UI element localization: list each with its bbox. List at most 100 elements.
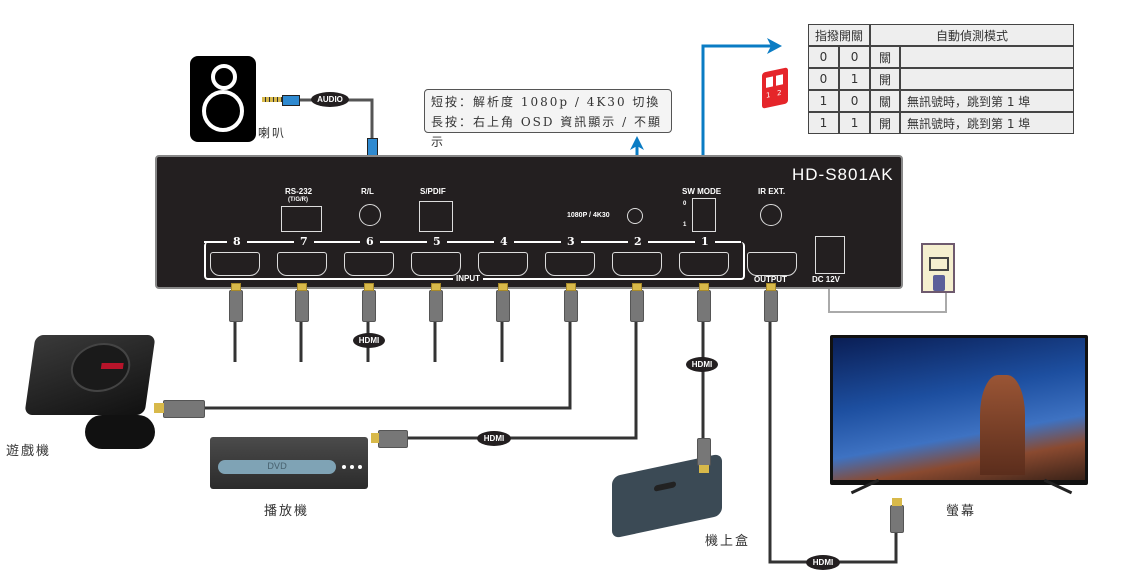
hdmi-input-2[interactable]: [612, 252, 662, 276]
dc-power-port[interactable]: [815, 236, 845, 274]
hdmi-input-3[interactable]: [545, 252, 595, 276]
speaker-icon: [190, 56, 256, 142]
hdmi-plug-game-icon: [154, 400, 205, 418]
rs232-label: RS-232: [285, 187, 313, 196]
input-number-4: 4: [494, 235, 514, 248]
power-outlet-icon: [921, 243, 955, 293]
set-top-box-label: 機上盒: [705, 534, 751, 549]
input-number-2: 2: [628, 235, 648, 248]
hdmi-connector-icon: [229, 283, 243, 322]
sw-mode-1: 1: [683, 222, 687, 228]
power-cord: [828, 283, 947, 313]
input-number-3: 3: [561, 235, 581, 248]
hdmi-connector-icon: [295, 283, 309, 322]
table-row: 0 0 關: [808, 46, 1075, 68]
arrow-head-up-icon: [630, 136, 644, 150]
hdmi-connector-icon: [496, 283, 510, 322]
hdmi-cable-label: HDMI: [353, 333, 385, 348]
note-long-press: 長按：右上角 OSD 資訊顯示 / 不顯示: [431, 115, 662, 149]
rs232-port[interactable]: [281, 206, 322, 232]
hdmi-connector-icon: [429, 283, 443, 322]
input-number-7: 7: [294, 235, 314, 248]
hdmi-input-4[interactable]: [478, 252, 528, 276]
input-label: INPUT: [453, 274, 483, 283]
dip-header-mode: 自動偵測模式: [870, 24, 1075, 46]
cell-desc: [900, 46, 1075, 68]
sw-mode-0: 0: [683, 201, 687, 207]
cell-sw1: 1: [808, 90, 839, 112]
hdmi-connector-icon: [630, 283, 644, 322]
cell-desc: 無訊號時，跳到第 1 埠: [900, 112, 1075, 134]
dip-header-switch: 指撥開關: [808, 24, 871, 46]
arrow-sw-mode: [701, 44, 772, 180]
resolution-button[interactable]: [627, 208, 643, 224]
hdmi-input-1[interactable]: [679, 252, 729, 276]
rl-label: R/L: [361, 187, 374, 196]
model-name: HD-S801AK: [792, 165, 894, 184]
table-row: 1 1 開 無訊號時，跳到第 1 埠: [808, 112, 1075, 134]
cell-desc: 無訊號時，跳到第 1 埠: [900, 90, 1075, 112]
note-short-press: 短按：解析度 1080p / 4K30 切換: [431, 95, 661, 109]
cell-sw2: 1: [839, 68, 871, 90]
cell-state: 開: [870, 112, 901, 134]
resolution-button-label: 1080P / 4K30: [567, 212, 610, 219]
dc-label: DC 12V: [812, 275, 841, 284]
cell-sw1: 0: [808, 46, 839, 68]
input-number-1: 1: [695, 235, 715, 248]
rs232-sublabel: (T/G/R): [288, 197, 308, 203]
audio-plug-vertical: [367, 138, 378, 156]
hdmi-connector-icon: [764, 283, 778, 322]
dvd-player-label: 播放機: [264, 504, 310, 519]
game-console-icon: [24, 335, 156, 415]
cell-state: 關: [870, 90, 901, 112]
hdmi-plug-stb-icon: [697, 438, 711, 473]
spdif-label: S/PDIF: [420, 187, 446, 196]
monitor-label: 螢幕: [946, 504, 977, 519]
cell-desc: [900, 68, 1075, 90]
input-number-6: 6: [360, 235, 380, 248]
hdmi-cable-label: HDMI: [806, 555, 840, 570]
rl-audio-port[interactable]: [359, 204, 381, 226]
hdmi-output-port[interactable]: [747, 252, 797, 276]
dvd-tray: DVD: [218, 460, 336, 474]
cell-state: 開: [870, 68, 901, 90]
cell-sw2: 0: [839, 90, 871, 112]
game-controller-icon: [85, 415, 155, 449]
hdmi-plug-dvd-icon: [371, 430, 408, 448]
cable-dvd: [405, 320, 638, 440]
input-number-5: 5: [427, 235, 447, 248]
monitor-icon: [830, 335, 1088, 485]
audio-plug-icon: [262, 97, 282, 102]
hdmi-input-6[interactable]: [344, 252, 394, 276]
hdmi-cable-label: HDMI: [686, 357, 718, 372]
hdmi-input-7[interactable]: [277, 252, 327, 276]
audio-plug-body: [282, 95, 300, 106]
dvd-player-icon: DVD: [210, 437, 368, 489]
cell-sw1: 1: [808, 112, 839, 134]
ir-ext-port[interactable]: [760, 204, 782, 226]
audio-cable-label: AUDIO: [311, 92, 349, 107]
hdmi-connector-icon: [697, 283, 711, 322]
input-bracket-top: [204, 241, 741, 243]
cell-sw2: 1: [839, 112, 871, 134]
hdmi-input-5[interactable]: [411, 252, 461, 276]
table-row: 1 0 關 無訊號時，跳到第 1 埠: [808, 90, 1075, 112]
table-row: 0 1 開: [808, 68, 1075, 90]
hdmi-input-8[interactable]: [210, 252, 260, 276]
input-number-8: 8: [227, 235, 247, 248]
cable-game: [205, 320, 572, 410]
game-console-label: 遊戲機: [6, 444, 52, 459]
hdmi-cable-label: HDMI: [477, 431, 511, 446]
cell-sw1: 0: [808, 68, 839, 90]
ir-ext-label: IR EXT.: [758, 187, 786, 196]
sw-mode-dip-switch[interactable]: [692, 198, 716, 232]
sw-mode-label: SW MODE: [682, 187, 722, 196]
speaker-label: 喇叭: [258, 126, 287, 140]
spdif-port[interactable]: [419, 201, 453, 232]
cell-state: 關: [870, 46, 901, 68]
button-note: 短按：解析度 1080p / 4K30 切換 長按：右上角 OSD 資訊顯示 /…: [424, 89, 672, 149]
hdmi-connector-icon: [564, 283, 578, 322]
hdmi-plug-monitor-icon: [890, 498, 904, 533]
arrow-head-right-icon: [767, 38, 782, 54]
